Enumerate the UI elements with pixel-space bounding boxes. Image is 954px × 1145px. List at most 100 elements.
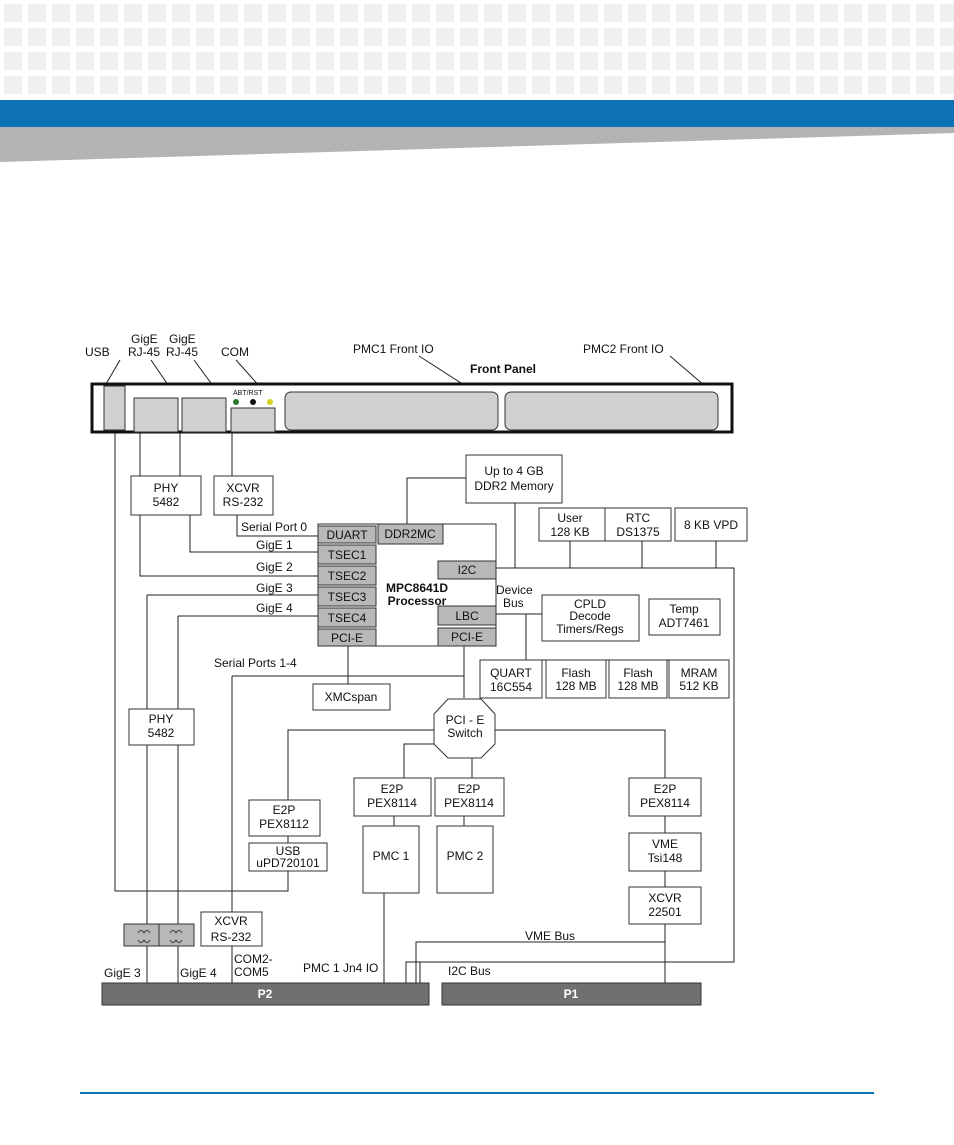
header-tile: [748, 76, 766, 94]
xcvr-bottom-line2: RS-232: [211, 930, 252, 944]
header-tile: [652, 52, 670, 70]
header-tile: [28, 4, 46, 22]
header-tile: [268, 52, 286, 70]
header-tile: [220, 76, 238, 94]
flash-a-line1: Flash: [561, 666, 590, 680]
pcie-switch-line2: Switch: [447, 726, 482, 740]
header-tile: [172, 28, 190, 46]
header-tile: [868, 52, 886, 70]
header-tile: [868, 76, 886, 94]
header-tile: [220, 4, 238, 22]
header-tile: [52, 76, 70, 94]
header-tile: [4, 52, 22, 70]
header-tile: [316, 4, 334, 22]
header-tile: [412, 4, 430, 22]
header-tile: [244, 4, 262, 22]
tsec3-label: TSEC3: [328, 590, 367, 604]
e2p-8114-b-line1: E2P: [458, 782, 481, 796]
header-tile: [244, 76, 262, 94]
header-tile: [604, 28, 622, 46]
header-tile: [52, 4, 70, 22]
flash-a-line2: 128 MB: [555, 679, 596, 693]
header-tile: [748, 28, 766, 46]
header-tile: [820, 28, 838, 46]
header-tile: [844, 4, 862, 22]
header-tile: [484, 28, 502, 46]
rtc-line2: DS1375: [616, 525, 660, 539]
cpld-line2: Decode: [569, 609, 611, 623]
header-tile: [844, 28, 862, 46]
header-tile: [52, 52, 70, 70]
header-tile: [292, 4, 310, 22]
header-tile: [460, 76, 478, 94]
header-tile: [124, 4, 142, 22]
header-tile: [892, 4, 910, 22]
flash-b-line2: 128 MB: [617, 679, 658, 693]
header-tile: [268, 76, 286, 94]
header-tile: [676, 4, 694, 22]
header-tile: [772, 52, 790, 70]
header-tile: [508, 52, 526, 70]
mram-line2: 512 KB: [679, 679, 718, 693]
abt-rst-label: ABT/RST: [233, 390, 263, 397]
header-tile: [604, 76, 622, 94]
header-tile: [892, 52, 910, 70]
i2c-label: I2C: [458, 563, 477, 577]
serial-port-0-label: Serial Port 0: [241, 520, 307, 534]
header-tile: [436, 28, 454, 46]
header-tile: [868, 28, 886, 46]
header-tile: [196, 76, 214, 94]
header-tile: [340, 28, 358, 46]
header-tile: [4, 4, 22, 22]
header-tile: [604, 4, 622, 22]
header-tile: [820, 76, 838, 94]
cpld-line3: Timers/Regs: [556, 622, 624, 636]
header-tile: [4, 76, 22, 94]
header-tile: [76, 76, 94, 94]
header-tile: [292, 28, 310, 46]
header-tile: [124, 28, 142, 46]
header-tile: [292, 76, 310, 94]
header-tile: [484, 52, 502, 70]
phy-bottom-line1: PHY: [149, 712, 174, 726]
header-tile: [532, 28, 550, 46]
pmc1-front-io-label: PMC1 Front IO: [353, 342, 434, 356]
header-tile: [628, 76, 646, 94]
header-tile: [244, 28, 262, 46]
header-tile: [484, 76, 502, 94]
header-tile: [868, 4, 886, 22]
p2-label: P2: [258, 987, 273, 1001]
header-tile: [340, 52, 358, 70]
pmc1-label: PMC 1: [373, 849, 410, 863]
pcie-left-label: PCI-E: [331, 631, 363, 645]
user-flash-line2: 128 KB: [550, 525, 589, 539]
e2p-8114-a-line1: E2P: [381, 782, 404, 796]
gige-rj45-a-label-line1: GigE: [131, 332, 158, 346]
header-tile: [388, 4, 406, 22]
xcvr-top-line1: XCVR: [226, 481, 260, 495]
usb-label: USB: [85, 345, 110, 359]
header-tile: [916, 4, 934, 22]
header-tile: [916, 76, 934, 94]
header-tile: [316, 52, 334, 70]
header-tile: [460, 52, 478, 70]
tsec1-label: TSEC1: [328, 548, 367, 562]
ddr2-memory-line2: DDR2 Memory: [474, 479, 553, 493]
header-tile: [484, 4, 502, 22]
header-tile: [220, 28, 238, 46]
header-tile: [700, 4, 718, 22]
header-tile: [460, 28, 478, 46]
mram-line1: MRAM: [681, 666, 718, 680]
phy-bottom-line2: 5482: [148, 726, 175, 740]
gige-2-label: GigE 2: [256, 560, 293, 574]
header-tile: [580, 76, 598, 94]
header-tile: [436, 76, 454, 94]
flash-b-line1: Flash: [623, 666, 652, 680]
ddr2-memory-line1: Up to 4 GB: [484, 464, 543, 478]
header-tile: [388, 76, 406, 94]
header-tile: [844, 52, 862, 70]
xmcspan-label: XMCspan: [325, 690, 378, 704]
header-tile: [436, 4, 454, 22]
header-tile: [100, 76, 118, 94]
lbc-label: LBC: [455, 609, 479, 623]
